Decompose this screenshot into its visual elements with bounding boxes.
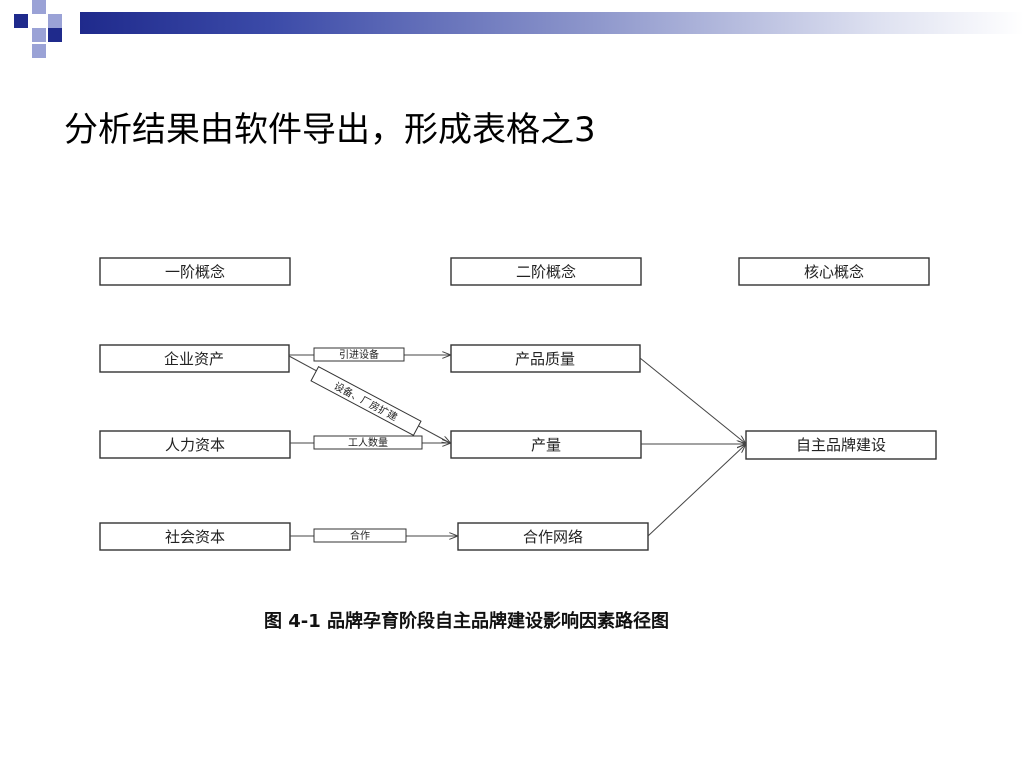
node-product-quality: 产品质量 — [450, 344, 641, 373]
node-output-label: 产量 — [531, 436, 561, 454]
node-enterprise-assets-label: 企业资产 — [164, 350, 224, 368]
corner-decoration — [14, 0, 62, 58]
node-social-capital: 社会资本 — [99, 522, 291, 551]
header-second-order: 二阶概念 — [450, 257, 642, 286]
deco-square-dark — [14, 14, 28, 28]
node-cooperation-network-label: 合作网络 — [523, 528, 583, 546]
edge-label-worker-count-text: 工人数量 — [348, 436, 388, 449]
node-product-quality-label: 产品质量 — [515, 350, 575, 368]
edge-label-worker-count: 工人数量 — [313, 435, 423, 450]
node-human-capital: 人力资本 — [99, 430, 291, 459]
deco-square-dark — [48, 28, 62, 42]
node-enterprise-assets: 企业资产 — [99, 344, 290, 373]
deco-square-light — [32, 28, 46, 42]
edge-label-import-equipment: 引进设备 — [313, 347, 405, 362]
deco-square-light — [48, 14, 62, 28]
header-second-order-label: 二阶概念 — [516, 263, 576, 281]
title-band — [80, 12, 1024, 34]
edge-label-import-equipment-text: 引进设备 — [339, 348, 379, 361]
edge-label-equipment-expansion-text: 设备、厂房扩建 — [332, 379, 400, 423]
node-brand-building-label: 自主品牌建设 — [796, 436, 886, 454]
node-cooperation-network: 合作网络 — [457, 522, 649, 551]
deco-square-light — [32, 0, 46, 14]
node-human-capital-label: 人力资本 — [165, 436, 225, 454]
figure-caption: 图 4-1 品牌孕育阶段自主品牌建设影响因素路径图 — [264, 610, 669, 632]
edge-quality-to-brand — [639, 357, 745, 443]
node-output: 产量 — [450, 430, 642, 459]
deco-square-light — [32, 44, 46, 58]
edge-label-cooperation-text: 合作 — [350, 529, 370, 542]
header-core-label: 核心概念 — [804, 263, 864, 281]
node-social-capital-label: 社会资本 — [165, 528, 225, 546]
slide-title: 分析结果由软件导出，形成表格之3 — [64, 110, 596, 150]
edge-label-equipment-expansion: 设备、厂房扩建 — [310, 366, 422, 436]
edge-network-to-brand — [647, 445, 745, 537]
header-first-order: 一阶概念 — [99, 257, 291, 286]
header-first-order-label: 一阶概念 — [165, 263, 225, 281]
edge-label-cooperation: 合作 — [313, 528, 407, 543]
header-core: 核心概念 — [738, 257, 930, 286]
node-brand-building: 自主品牌建设 — [745, 430, 937, 460]
